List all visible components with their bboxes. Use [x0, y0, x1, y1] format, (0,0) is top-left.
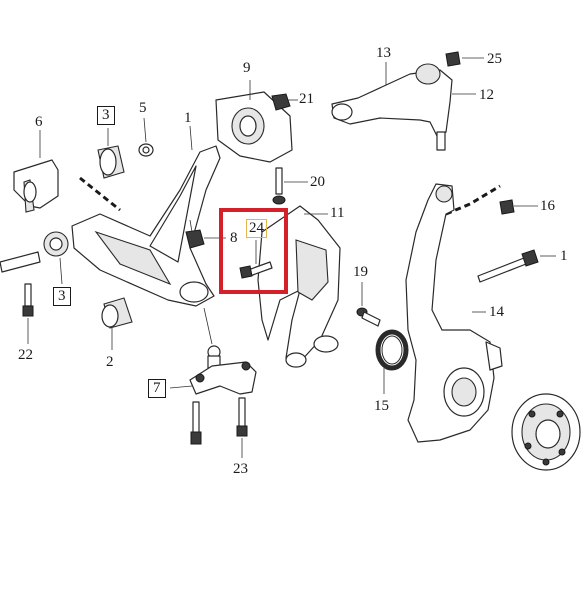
callout-13: 13: [376, 45, 391, 61]
callout-21: 21: [299, 91, 314, 107]
callout-16: 16: [540, 198, 555, 214]
part-1-lower-control-arm: [71, 125, 221, 307]
callout-9: 9: [243, 60, 251, 76]
part-22-bolt: [22, 283, 34, 344]
callout-7: 7: [148, 379, 166, 398]
part-11-subframe-bracket: [257, 205, 341, 368]
callout-11: 11: [330, 205, 345, 221]
callout-1-left: 1: [184, 110, 192, 126]
part-3-bushing-upper: [97, 128, 125, 179]
callout-22: 22: [18, 347, 33, 363]
part-15-seal-ring: [375, 329, 409, 394]
callout-19: 19: [353, 264, 368, 280]
callout-3-lower: 3: [53, 287, 71, 306]
part-9-upper-mount: [215, 80, 293, 163]
part-5-washer: [138, 117, 154, 157]
part-1-long-bolt: [477, 249, 556, 283]
part-19-bolt: [356, 282, 381, 327]
part-21-nut: [271, 93, 298, 111]
part-25-nut: [445, 51, 484, 67]
callout-12: 12: [479, 87, 494, 103]
part-20-bolt: [272, 167, 308, 205]
callout-20: 20: [310, 174, 325, 190]
callout-14: 14: [489, 304, 504, 320]
callout-23: 23: [233, 461, 248, 477]
part-12-upper-control-arm: [331, 63, 476, 151]
part-14-steering-knuckle: [405, 183, 503, 443]
part-wheel-hub: [511, 393, 581, 471]
callout-25: 25: [487, 51, 502, 67]
callout-5: 5: [139, 100, 147, 116]
part-3-bushing-left: [43, 231, 69, 285]
part-23-bolts: [190, 397, 248, 458]
part-tie-bar: [0, 251, 41, 273]
callout-2: 2: [106, 354, 114, 370]
part-2-bushing: [101, 297, 133, 350]
callout-1-right: 1: [560, 248, 568, 264]
highlight-box-24: [219, 208, 288, 294]
callout-8: 8: [230, 230, 238, 246]
part-7-ball-joint: [169, 307, 257, 395]
part-8-nut: [185, 219, 226, 249]
callout-24: 24: [246, 219, 267, 238]
part-24-bolt: [239, 240, 273, 279]
callout-3-upper: 3: [97, 106, 115, 125]
callout-15: 15: [374, 398, 389, 414]
callout-6: 6: [35, 114, 43, 130]
part-6-mount-bracket: [13, 130, 59, 213]
part-16-nut: [499, 199, 538, 215]
